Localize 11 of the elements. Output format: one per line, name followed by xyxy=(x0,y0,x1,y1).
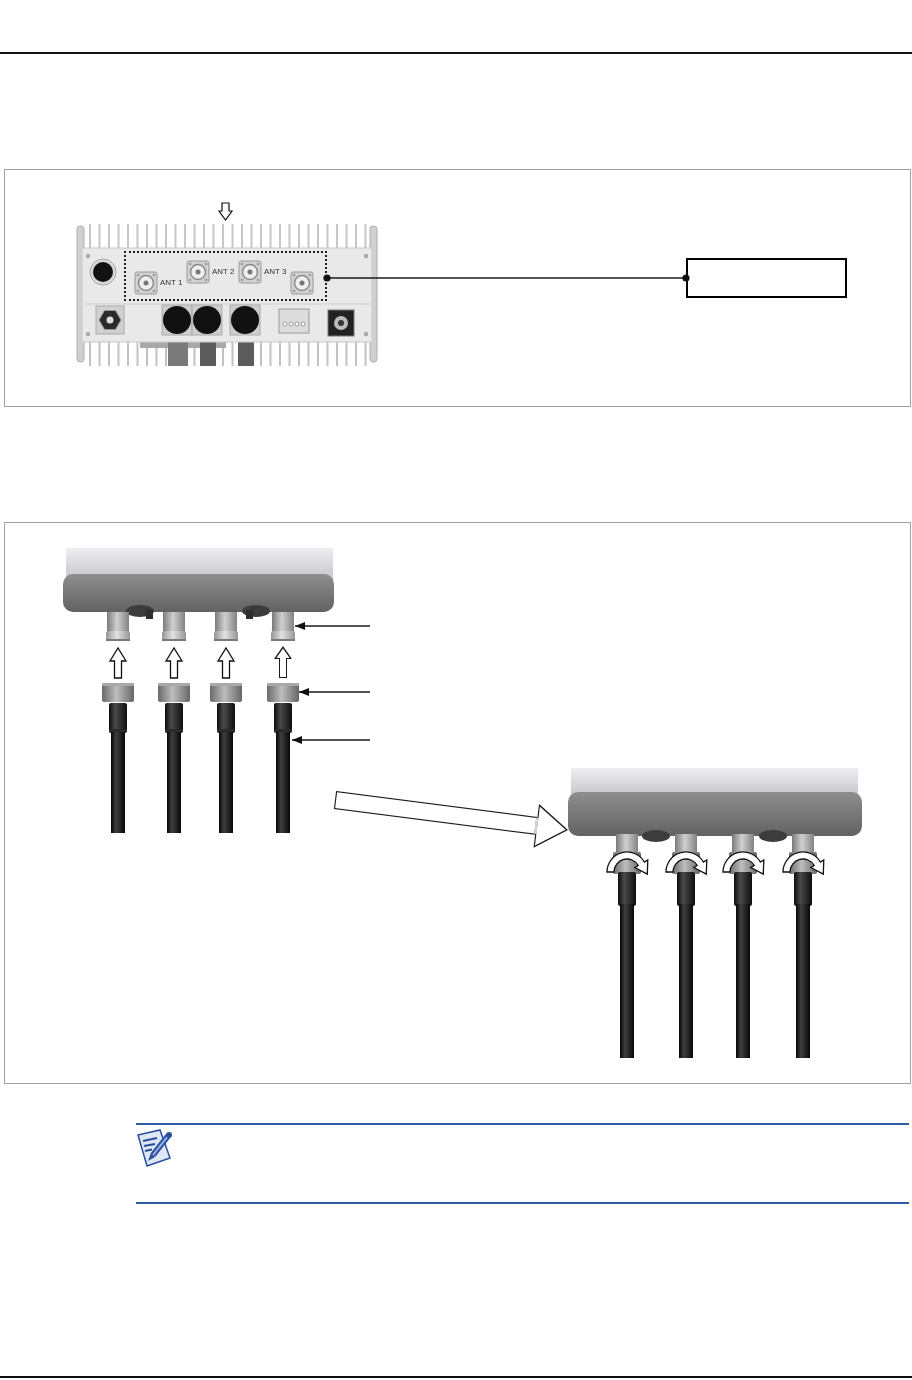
dotted-highlight-box xyxy=(124,251,327,301)
connector-nut xyxy=(267,683,299,702)
leader-line xyxy=(323,274,690,282)
port-label: ANT 1 xyxy=(160,279,183,287)
leader-line xyxy=(298,688,371,696)
leader-line xyxy=(291,736,371,744)
port-label: ANT 3 xyxy=(264,268,287,276)
port-label: ANT 2 xyxy=(212,268,235,276)
coaxial-cable xyxy=(274,703,292,833)
block-arrow xyxy=(333,791,569,848)
callout-box xyxy=(686,258,847,298)
